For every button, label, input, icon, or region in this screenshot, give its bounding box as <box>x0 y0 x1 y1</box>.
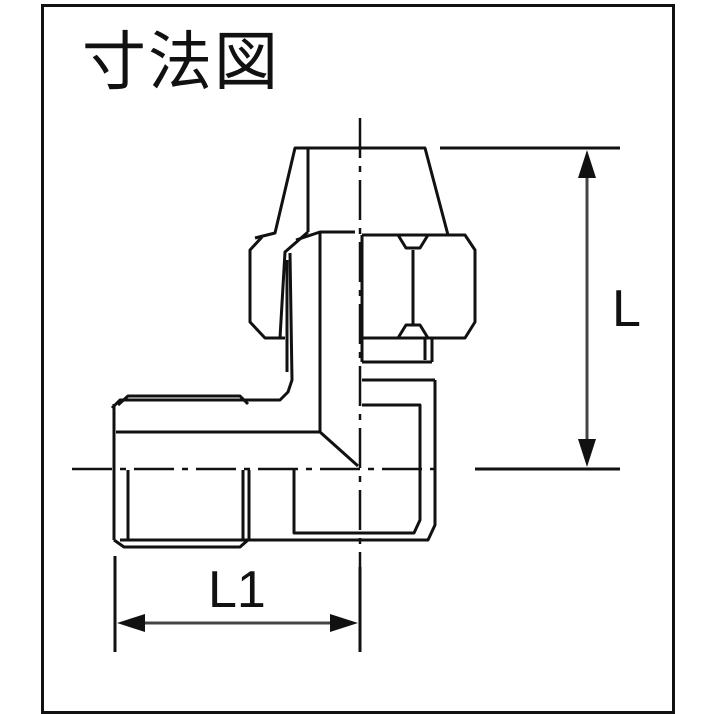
arrow-up-icon <box>578 150 596 178</box>
dimension-L <box>440 146 620 471</box>
center-lines <box>72 118 440 640</box>
dimension-label-L: L <box>612 280 641 338</box>
arrow-right-icon <box>330 614 358 632</box>
dimension-L1 <box>113 556 362 652</box>
arrow-down-icon <box>578 439 596 467</box>
elbow-body <box>110 230 437 549</box>
page-title: 寸法図 <box>82 26 280 100</box>
dimension-label-L1: L1 <box>208 561 266 619</box>
flare-nut <box>248 146 477 364</box>
arrow-left-icon <box>117 614 145 632</box>
